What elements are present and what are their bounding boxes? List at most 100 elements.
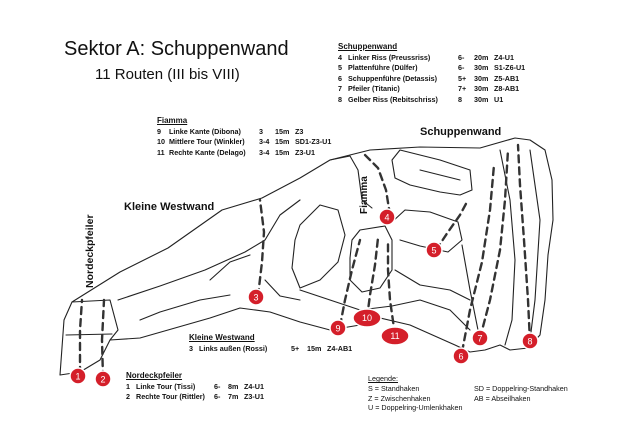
svg-text:10: 10 <box>362 313 372 323</box>
route-gear: Z5-AB1 <box>494 73 520 83</box>
route-grade: 3 <box>259 126 263 136</box>
route-line-1 <box>78 298 84 376</box>
rock-detail <box>349 225 393 293</box>
route-name: Links außen (Rossi) <box>199 343 268 353</box>
label-kleine-westwand: Kleine Westwand <box>124 201 215 213</box>
route-row: 1 Linke Tour (Tissi) 6- 8m Z4-U1 <box>126 382 264 393</box>
route-line-7 <box>478 148 510 340</box>
route-marker-6[interactable]: 6 <box>452 347 470 365</box>
route-name: Plattenführe (Dülfer) <box>348 63 418 72</box>
route-grade: 7+ <box>458 84 467 93</box>
rock-detail <box>499 149 516 346</box>
legend-right: SD = Doppelring-Standhaken AB = Abseilha… <box>474 384 568 404</box>
route-n: 6 <box>338 73 342 83</box>
route-len: 30m <box>474 73 489 83</box>
rock-detail <box>291 204 346 289</box>
sector-subtitle: 11 Routen (III bis VIII) <box>95 66 240 83</box>
route-n: 10 <box>157 137 165 146</box>
route-line-6 <box>460 163 496 354</box>
route-name: Pfeiler (Titanic) <box>348 84 400 93</box>
route-marker-4[interactable]: 4 <box>378 208 396 226</box>
route-grade: 3-4 <box>259 137 270 146</box>
route-gear: U1 <box>494 94 504 104</box>
route-marker-1[interactable]: 1 <box>69 367 87 385</box>
route-marker-9[interactable]: 9 <box>329 319 347 337</box>
route-n: 3 <box>189 343 193 353</box>
route-marker-3[interactable]: 3 <box>247 288 265 306</box>
route-line-8 <box>516 143 532 344</box>
route-line-10 <box>365 236 380 320</box>
rock-detail <box>529 149 541 341</box>
route-len: 8m <box>228 381 239 391</box>
route-grade: 5+ <box>458 73 467 83</box>
route-len: 30m <box>474 84 489 93</box>
route-marker-8[interactable]: 8 <box>521 332 539 350</box>
route-n: 1 <box>126 381 130 391</box>
rock-detail <box>71 299 119 341</box>
svg-text:6: 6 <box>458 352 463 362</box>
route-line-3 <box>256 198 266 298</box>
route-len: 15m <box>307 343 322 353</box>
route-gear: Z4-AB1 <box>327 343 353 353</box>
table-heading: Schuppenwand <box>338 42 398 51</box>
route-len: 30m <box>474 63 489 72</box>
route-marker-11[interactable]: 11 <box>380 326 410 346</box>
rock-detail <box>391 149 473 196</box>
route-gear: Z3 <box>295 126 304 136</box>
route-gear: Z8-AB1 <box>494 84 520 93</box>
route-name: Linker Riss (Preussriss) <box>348 52 431 62</box>
route-n: 7 <box>338 84 342 93</box>
rock-detail <box>264 279 301 301</box>
route-gear: Z4-U1 <box>494 52 514 62</box>
table-heading: Kleine Westwand <box>189 333 255 342</box>
route-grade: 6- <box>458 52 465 62</box>
route-line-4 <box>363 153 392 217</box>
legend-item: Z = Zwischenhaken <box>368 393 431 403</box>
route-n: 8 <box>338 94 342 104</box>
route-len: 20m <box>474 52 489 62</box>
legend-item: AB = Abseilhaken <box>474 393 531 403</box>
route-len: 15m <box>275 147 290 157</box>
rock-detail <box>329 155 373 209</box>
rock-detail <box>117 199 301 301</box>
table-nordeckpfeiler: Nordeckpfeiler 1 Linke Tour (Tissi) 6- 8m Z4… <box>126 371 264 403</box>
svg-text:8: 8 <box>527 337 532 347</box>
label-schuppenwand: Schuppenwand <box>420 126 502 138</box>
route-name: Gelber Riss (Rebitschriss) <box>348 94 438 104</box>
route-line-11 <box>386 238 397 337</box>
route-gear: Z3-U1 <box>244 392 264 401</box>
route-marker-10[interactable]: 10 <box>352 308 382 328</box>
svg-text:11: 11 <box>390 331 399 341</box>
rock-detail <box>299 289 471 331</box>
table-heading: Nordeckpfeiler <box>126 371 183 380</box>
legend-item: S = Standhaken <box>368 383 420 393</box>
route-line-2 <box>100 298 106 380</box>
route-name: Linke Tour (Tissi) <box>136 381 196 391</box>
rock-detail <box>209 254 251 281</box>
route-gear: Z4-U1 <box>244 381 264 391</box>
route-line-9 <box>338 238 362 328</box>
route-row: 7 Pfeiler (Titanic) 7+ 30m Z8-AB1 <box>338 84 525 95</box>
rock-detail <box>65 333 113 336</box>
route-grade: 6- <box>214 381 221 391</box>
route-grade: 3-4 <box>259 147 270 157</box>
legend-item: U = Doppelring-Umlenkhaken <box>368 403 463 413</box>
svg-text:4: 4 <box>384 213 389 223</box>
route-marker-5[interactable]: 5 <box>425 241 443 259</box>
legend-heading: Legende: <box>368 374 398 383</box>
route-gear: S1-Z6-U1 <box>494 63 526 72</box>
route-gear: SD1-Z3-U1 <box>295 137 332 146</box>
svg-text:9: 9 <box>335 324 340 334</box>
route-marker-7[interactable]: 7 <box>471 329 489 347</box>
rock-detail <box>394 269 471 301</box>
legend: Legende: S = Standhaken Z = Zwischenhake… <box>368 374 462 413</box>
route-len: 30m <box>474 94 489 104</box>
rock-detail <box>391 209 463 253</box>
route-marker-2[interactable]: 2 <box>94 370 112 388</box>
